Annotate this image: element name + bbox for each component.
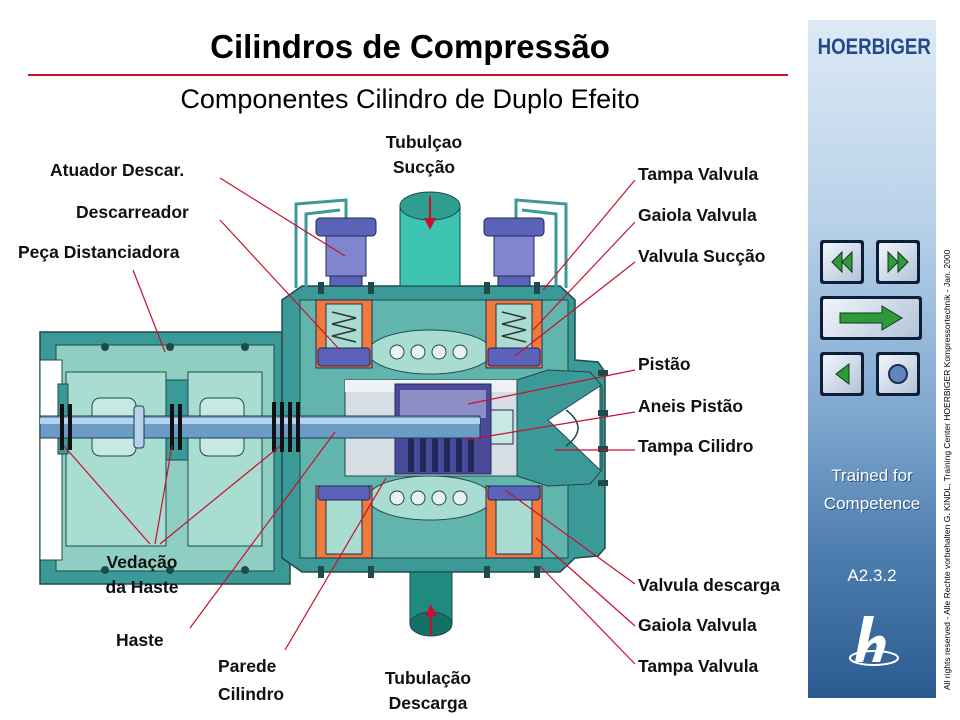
left-arrow-icon <box>835 362 850 386</box>
compressor-cylinder-diagram <box>39 177 636 665</box>
double-left-arrow-icon <box>831 250 853 274</box>
label-gaiola-valvula-bottom: Gaiola Valvula <box>638 615 757 635</box>
trained-line2: Competence <box>823 494 921 513</box>
label-parede-line1: Parede <box>218 656 277 676</box>
label-haste: Haste <box>116 630 164 650</box>
label-vedacao-line1: Vedação <box>106 552 178 572</box>
label-tubulacao-descarga: Tubulação Descarga <box>368 666 488 716</box>
page-subtitle: Componentes Cilindro de Duplo Efeito <box>180 84 640 114</box>
suction-pipe <box>399 191 461 287</box>
page-title: Cilindros de Compressão <box>210 28 610 65</box>
label-vedacao-haste: Vedação da Haste <box>84 550 200 600</box>
label-succao-line2: Sucção <box>392 157 456 177</box>
label-peca-distanciadora: Peça Distanciadora <box>18 242 180 262</box>
label-gaiola-valvula-top: Gaiola Valvula <box>638 205 757 225</box>
label-parede-line2: Cilindro <box>218 684 285 704</box>
nav-prev-button[interactable] <box>820 352 864 396</box>
nav-next-button[interactable] <box>820 296 922 340</box>
discharge-pipe <box>409 571 453 637</box>
nav-last-button[interactable] <box>876 240 920 284</box>
distance-piece <box>39 331 291 585</box>
label-descarga-line1: Tubulação <box>384 668 472 688</box>
label-tubulacao-succao: Tubulçao Sucção <box>364 130 484 180</box>
bottom-valves <box>315 485 543 559</box>
label-descarreador: Descarreador <box>76 202 189 222</box>
label-tampa-valvula-top: Tampa Valvula <box>638 164 759 184</box>
label-vedacao-line2: da Haste <box>105 577 179 597</box>
nav-first-button[interactable] <box>820 240 864 284</box>
circle-icon <box>888 364 908 384</box>
trained-for-competence: Trained for Competence <box>808 462 936 518</box>
label-succao-line1: Tubulçao <box>385 132 463 152</box>
label-descarga-line2: Descarga <box>388 693 468 713</box>
label-aneis-pistao: Aneis Pistão <box>638 396 744 416</box>
label-tampa-valvula-bottom: Tampa Valvula <box>638 656 759 676</box>
leader-lines <box>63 177 636 665</box>
piston-rod <box>39 402 481 452</box>
right-arrow-icon <box>839 305 903 331</box>
label-atuador-descar: Atuador Descar. <box>50 160 185 180</box>
sidebar: HOERBIGER Trained for Competence <box>808 20 936 698</box>
label-valvula-succao: Valvula Sucção <box>638 246 766 266</box>
copyright-vertical-text: All rights reserved - Alle Rechte vorbeh… <box>942 249 952 690</box>
label-tampa-cilindro: Tampa Cilidro <box>638 436 754 456</box>
nav-home-button[interactable] <box>876 352 920 396</box>
title-divider <box>28 74 788 76</box>
label-parede-cilindro: Parede Cilindro <box>218 652 284 708</box>
double-right-arrow-icon <box>887 250 909 274</box>
top-valves <box>294 198 568 369</box>
label-pistao: Pistão <box>638 354 691 374</box>
label-valvula-descarga: Valvula descarga <box>638 575 781 595</box>
slide-code: A2.3.2 <box>847 566 897 585</box>
brand-logo-text: HOERBIGER <box>817 34 931 59</box>
trained-line1: Trained for <box>831 466 913 485</box>
hoerbiger-h-logo-icon <box>849 616 899 666</box>
